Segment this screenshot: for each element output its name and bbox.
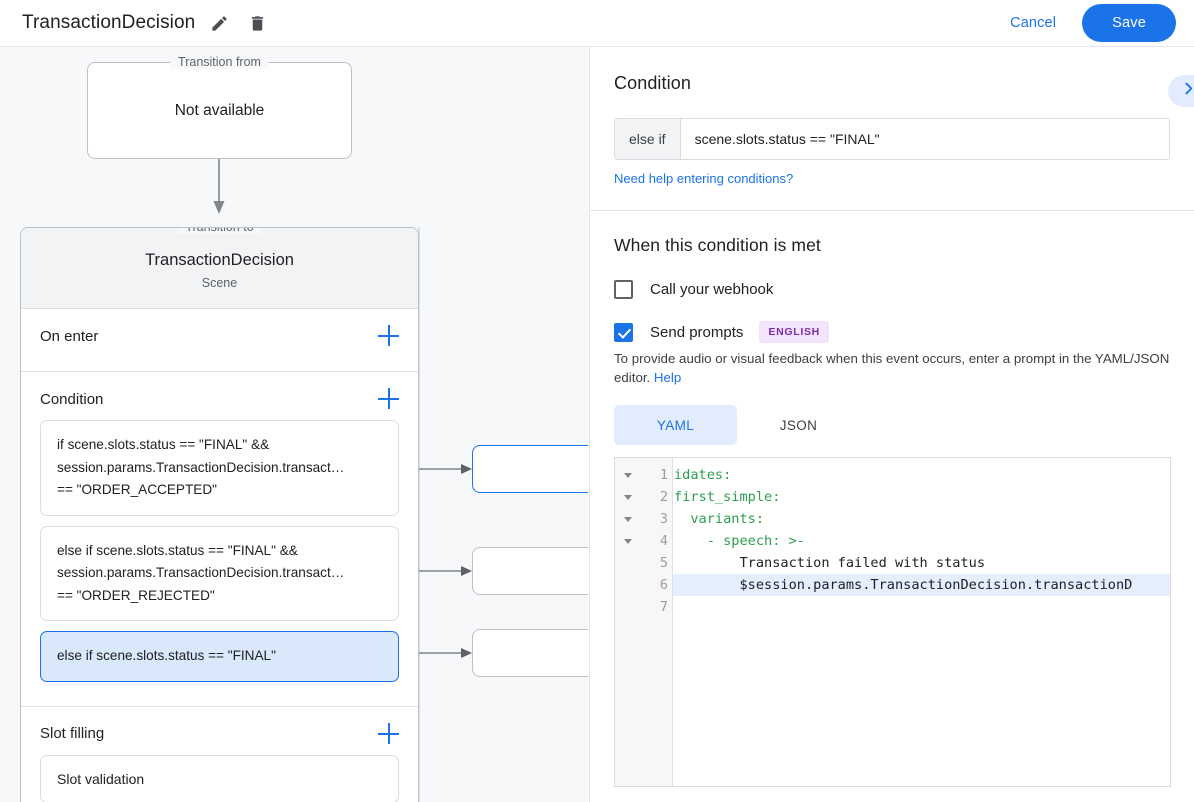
section-header-slot-filling: Slot filling xyxy=(21,707,418,755)
prompts-help-link[interactable]: Help xyxy=(653,370,682,385)
code-text: first_simple: xyxy=(674,489,781,505)
when-met-heading: When this condition is met xyxy=(614,235,821,255)
target-node-3[interactable] xyxy=(472,629,588,677)
language-badge: ENGLISH xyxy=(759,321,829,343)
code-text: $session.params.TransactionDecision.tran… xyxy=(674,577,1133,593)
code-line[interactable] xyxy=(673,596,1170,618)
condition-prefix-label: else if xyxy=(615,119,681,159)
trash-icon xyxy=(248,14,267,33)
code-line[interactable]: Transaction failed with status xyxy=(673,552,1170,574)
fold-triangle-icon[interactable] xyxy=(615,516,641,522)
expand-panel-button[interactable] xyxy=(1168,75,1194,107)
editor-code-area[interactable]: idates: first_simple: variants: - speech:… xyxy=(673,458,1170,786)
scene-title: TransactionDecision xyxy=(145,251,294,269)
save-button[interactable]: Save xyxy=(1082,4,1176,42)
section-slot-filling: Slot filling Slot validation xyxy=(21,707,418,802)
code-line[interactable]: first_simple: xyxy=(673,486,1170,508)
app-header: TransactionDecision Cancel Save xyxy=(0,0,1194,47)
line-number: 7 xyxy=(659,599,668,615)
section-condition: Condition if scene.slots.status == "FINA… xyxy=(21,372,418,707)
transition-from-node[interactable]: Transition from Not available xyxy=(87,55,352,159)
send-prompts-label: Send prompts xyxy=(650,323,744,341)
line-number: 6 xyxy=(659,577,668,593)
section-header-on-enter: On enter xyxy=(21,309,418,357)
line-number: 1 xyxy=(659,467,668,483)
section-label-on-enter: On enter xyxy=(40,327,99,345)
section-label-slot-filling: Slot filling xyxy=(40,725,105,743)
page-title: TransactionDecision xyxy=(22,12,196,33)
webhook-row[interactable]: Call your webhook xyxy=(614,280,1170,299)
target-node-1[interactable] xyxy=(472,445,588,493)
flow-canvas[interactable]: Transition from Not available Transition… xyxy=(0,47,588,802)
condition-card-selected[interactable]: else if scene.slots.status == "FINAL" xyxy=(40,631,399,682)
cancel-button[interactable]: Cancel xyxy=(996,6,1070,40)
send-prompts-row[interactable]: Send prompts ENGLISH xyxy=(614,321,1170,343)
gutter-line: 5 xyxy=(615,552,672,574)
gutter-line: 2 xyxy=(615,486,672,508)
code-line[interactable]: $session.params.TransactionDecision.tran… xyxy=(673,574,1170,596)
transition-from-legend: Transition from xyxy=(170,55,269,69)
condition-card[interactable]: if scene.slots.status == "FINAL" && sess… xyxy=(40,420,399,516)
section-header-condition: Condition xyxy=(21,372,418,420)
chevron-right-icon xyxy=(1180,80,1194,102)
line-number: 2 xyxy=(659,489,668,505)
plus-icon-on-enter[interactable] xyxy=(378,325,400,347)
line-number: 4 xyxy=(659,533,668,549)
condition-expression-input[interactable]: scene.slots.status == "FINAL" xyxy=(680,119,1169,159)
prompts-helper-body: To provide audio or visual feedback when… xyxy=(614,351,1170,385)
edit-name-button[interactable] xyxy=(205,9,233,37)
line-number: 3 xyxy=(659,511,668,527)
section-label-condition: Condition xyxy=(40,390,104,408)
condition-input-row[interactable]: else if scene.slots.status == "FINAL" xyxy=(614,118,1170,160)
arrowhead-down xyxy=(213,201,225,214)
webhook-checkbox[interactable] xyxy=(614,280,633,299)
code-text: idates: xyxy=(674,467,732,483)
condition-card[interactable]: else if scene.slots.status == "FINAL" &&… xyxy=(40,525,399,622)
target-node-2[interactable] xyxy=(472,547,588,595)
pencil-icon xyxy=(210,14,229,33)
plus-icon-condition[interactable] xyxy=(378,388,400,410)
slot-validation-card[interactable]: Slot validation xyxy=(40,754,399,802)
code-line[interactable]: variants: xyxy=(673,508,1170,530)
fold-triangle-icon[interactable] xyxy=(615,494,641,500)
tab-yaml[interactable]: YAML xyxy=(614,405,737,445)
prompts-helper-text: To provide audio or visual feedback when… xyxy=(614,349,1170,387)
code-line[interactable]: idates: xyxy=(673,464,1170,486)
section-on-enter: On enter xyxy=(21,309,418,373)
condition-help-link[interactable]: Need help entering conditions? xyxy=(614,171,794,186)
line-number: 5 xyxy=(659,555,668,571)
gutter-line: 4 xyxy=(615,530,672,552)
code-text: Transaction failed with status xyxy=(674,555,985,571)
scene-header: TransactionDecision Scene xyxy=(21,228,418,310)
editor-gutter: 1 2 3 4 5 6 7 xyxy=(615,458,673,786)
code-text: variants: xyxy=(674,511,765,527)
details-panel: Condition else if scene.slots.status == … xyxy=(589,47,1194,802)
gutter-line: 1 xyxy=(615,464,672,486)
transition-from-value: Not available xyxy=(174,101,265,119)
condition-section: Condition else if scene.slots.status == … xyxy=(590,47,1194,211)
transition-to-node[interactable]: Transition to TransactionDecision Scene … xyxy=(20,227,419,802)
send-prompts-checkbox[interactable] xyxy=(614,322,633,342)
yaml-editor[interactable]: 1 2 3 4 5 6 7 idates: first_simple: variants: -… xyxy=(614,457,1171,787)
when-condition-met-section: When this condition is met Call your web… xyxy=(590,211,1194,787)
tab-json[interactable]: JSON xyxy=(779,417,818,433)
editor-format-tabs: YAML JSON xyxy=(614,405,1170,445)
condition-heading: Condition xyxy=(614,73,691,93)
gutter-line: 7 xyxy=(615,596,672,618)
scene-subtitle: Scene xyxy=(201,276,238,291)
gutter-line: 6 xyxy=(615,574,672,596)
fold-triangle-icon[interactable] xyxy=(615,472,641,478)
delete-button[interactable] xyxy=(243,9,271,37)
plus-icon-slot-filling[interactable] xyxy=(378,722,400,745)
webhook-label: Call your webhook xyxy=(650,281,774,298)
transition-to-legend: Transition to xyxy=(177,228,262,234)
fold-triangle-icon[interactable] xyxy=(615,538,641,544)
code-line[interactable]: - speech: >- xyxy=(673,530,1170,552)
gutter-line: 3 xyxy=(615,508,672,530)
code-text: - speech: >- xyxy=(674,533,805,549)
